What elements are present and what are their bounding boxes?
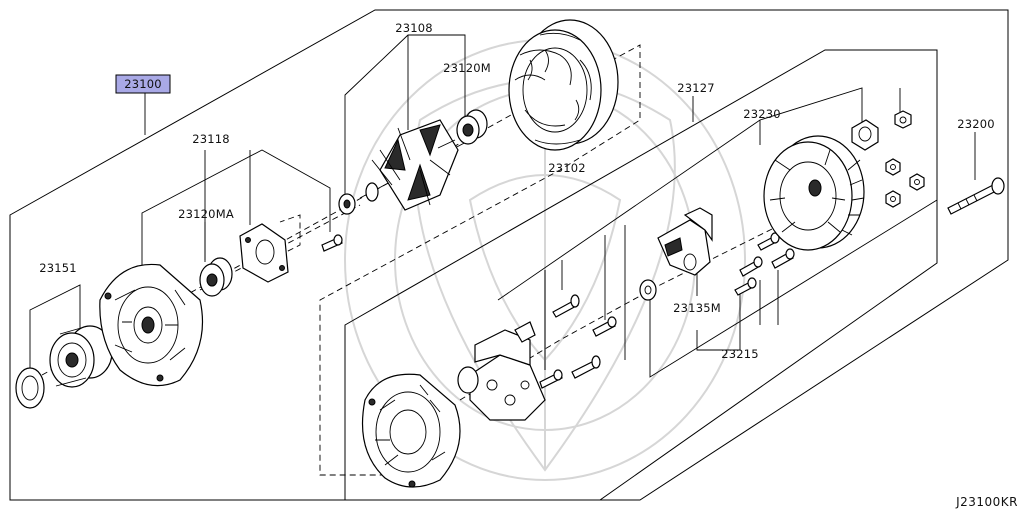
regulator-part bbox=[657, 207, 713, 276]
cover-cap-part bbox=[851, 119, 879, 151]
screw-set-parts bbox=[734, 232, 795, 296]
bearing-part bbox=[456, 109, 488, 145]
nut-parts bbox=[885, 110, 925, 208]
assembly-axis-rear bbox=[459, 214, 801, 401]
spacer-part bbox=[199, 257, 233, 297]
label-23108[interactable]: 23108 bbox=[395, 21, 433, 35]
label-23102[interactable]: 23102 bbox=[548, 161, 586, 175]
front-bracket-leader bbox=[141, 149, 331, 270]
screw-part bbox=[321, 234, 343, 252]
label-23151[interactable]: 23151 bbox=[39, 261, 77, 275]
label-23200[interactable]: 23200 bbox=[957, 117, 995, 131]
stator-part bbox=[508, 19, 619, 151]
washer-part bbox=[15, 367, 45, 409]
through-bolt-part bbox=[947, 177, 1005, 215]
assembly-frame bbox=[9, 9, 1009, 501]
label-23100[interactable]: 23100 bbox=[124, 77, 162, 91]
assembly-highlight bbox=[115, 74, 171, 94]
label-23118[interactable]: 23118 bbox=[192, 132, 230, 146]
pulley-leader bbox=[29, 284, 81, 372]
rear-cover-leader bbox=[497, 87, 863, 301]
rotor-part bbox=[359, 119, 471, 211]
rectifier-part bbox=[457, 321, 546, 421]
rear-subassembly-frame bbox=[344, 49, 938, 501]
front-bracket-part bbox=[99, 263, 204, 387]
seal-washer-part bbox=[639, 279, 657, 301]
rear-cover-part bbox=[763, 135, 865, 251]
retainer-plate-part bbox=[239, 223, 289, 283]
rear-bracket-part bbox=[361, 373, 461, 488]
assembly-axis-front bbox=[41, 44, 641, 476]
terminal-bolts bbox=[539, 294, 617, 389]
label-23135M[interactable]: 23135M bbox=[673, 301, 721, 315]
label-23120M[interactable]: 23120M bbox=[443, 61, 491, 75]
diagram-code: J23100KR bbox=[955, 495, 1018, 509]
label-23127[interactable]: 23127 bbox=[677, 81, 715, 95]
rotor-bearing-rear bbox=[338, 193, 356, 215]
label-23230[interactable]: 23230 bbox=[743, 107, 781, 121]
regulator-leader bbox=[649, 199, 938, 378]
pulley-part bbox=[49, 325, 113, 388]
screw-set-leader bbox=[696, 325, 741, 351]
label-23120MA[interactable]: 23120MA bbox=[178, 207, 234, 221]
label-23215[interactable]: 23215 bbox=[721, 347, 759, 361]
